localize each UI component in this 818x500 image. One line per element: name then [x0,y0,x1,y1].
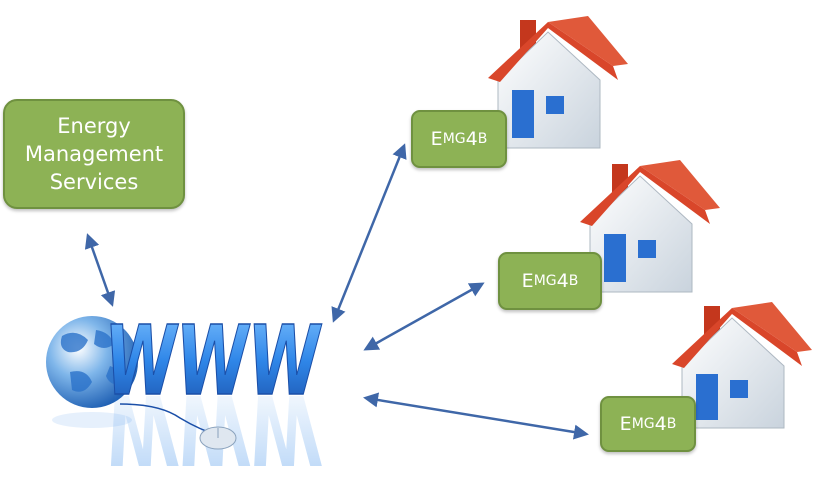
emg4b-small: MG [631,416,655,432]
ems-line-3: Services [49,170,139,194]
ems-line-1: Energy [57,114,131,138]
emg4b-prefix: E [430,128,443,150]
emg4b-suffix: 4 [654,413,667,435]
house-icon [488,16,628,149]
emg4b-prefix: E [619,413,632,435]
mouse-icon [119,403,237,450]
emg4b-suffix: 4 [465,128,478,150]
globe-icon [46,316,138,428]
www-text: WWW [99,305,326,417]
ems-line-2: Management [24,142,164,166]
arrow-www-house3 [363,392,589,440]
emg4b-small: MG [533,273,557,289]
arrow-ems-www [84,233,116,307]
emg4b-small2: B [666,416,677,432]
emg4b-prefix: E [521,270,534,292]
emg4b-small: MG [442,131,466,147]
emg4b-suffix: 4 [556,270,569,292]
arrow-www-house2 [363,282,485,351]
energy-management-services-box: Energy Management Services [3,99,185,209]
arrow-www-house1 [331,143,407,323]
emg4b-small2: B [477,131,488,147]
www-logo: WWW WWW [98,304,326,484]
emg4b-small2: B [568,273,579,289]
